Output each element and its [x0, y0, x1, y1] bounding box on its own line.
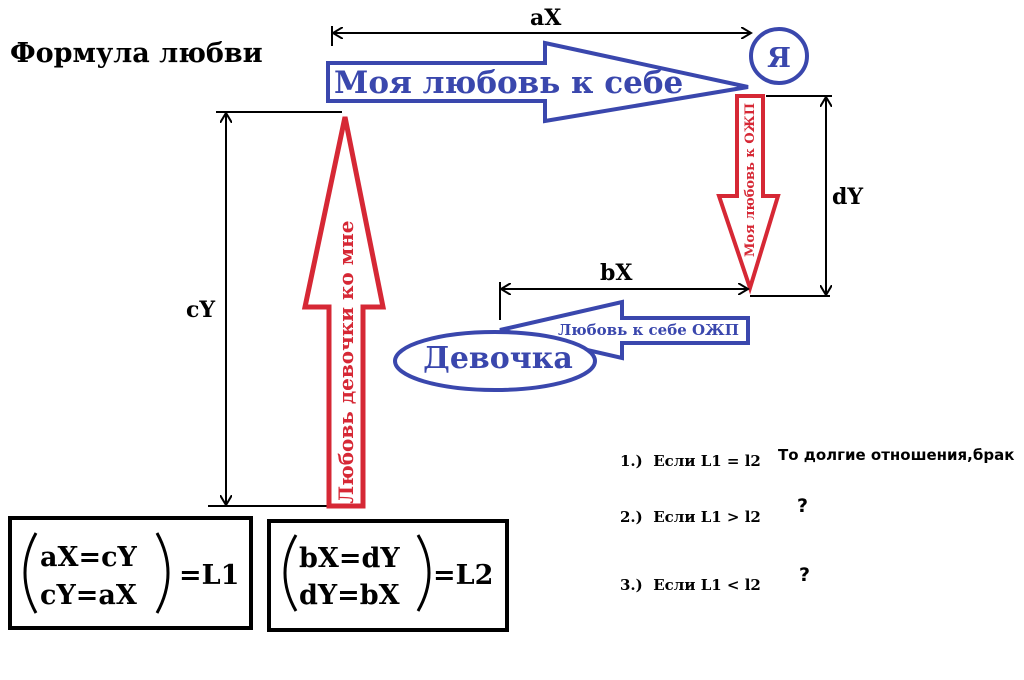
dimension-label-ax: aX: [530, 5, 562, 31]
dimension-label-dy: dY: [832, 184, 863, 210]
me-node: [749, 27, 809, 85]
girl-node-label: Девочка: [423, 341, 573, 376]
formula-l1-left-paren: [23, 532, 38, 614]
formula-l2-right-paren: [416, 534, 431, 612]
formula-l1-line2: cY=aX: [40, 580, 137, 611]
girl-love-to-me-arrow: [301, 116, 387, 509]
love-to-girl-arrow: [716, 94, 781, 295]
page-title: Формула любви: [10, 38, 263, 69]
formula-l2-line1: bX=dY: [299, 543, 400, 574]
formula-l1-right-paren: [155, 532, 170, 614]
love-to-girl-arrow-label: Моя любовь к ОЖП: [743, 103, 758, 257]
condition-3-label: 3.) Если L1 < l2: [620, 576, 761, 594]
girl-love-to-me-arrow-label: Любовь девочки ко мне: [334, 221, 358, 504]
formula-box-l1: [8, 516, 253, 630]
girl-self-love-arrow-label: Любовь к себе ОЖП: [558, 321, 739, 339]
me-node-label: Я: [767, 43, 791, 74]
condition-1-label: 1.) Если L1 = l2: [620, 452, 761, 470]
condition-3-outcome: ?: [799, 564, 810, 586]
formula-l2-line2: dY=bX: [299, 580, 400, 611]
formula-l2-left-paren: [283, 534, 298, 612]
formula-l1-line1: aX=cY: [40, 542, 138, 573]
formula-l1-result: =L1: [179, 560, 239, 591]
formula-box-l2: [267, 519, 509, 632]
self-love-arrow: [326, 40, 749, 124]
condition-1-outcome: То долгие отношения,брак: [778, 446, 1014, 464]
condition-2-label: 2.) Если L1 > l2: [620, 508, 761, 526]
formula-l2-result: =L2: [433, 560, 493, 591]
dimension-label-cy: cY: [186, 297, 215, 323]
girl-node: [393, 330, 597, 392]
dimension-label-bx: bX: [600, 260, 633, 286]
condition-2-outcome: ?: [797, 495, 808, 517]
self-love-arrow-label: Моя любовь к себе: [334, 65, 683, 101]
